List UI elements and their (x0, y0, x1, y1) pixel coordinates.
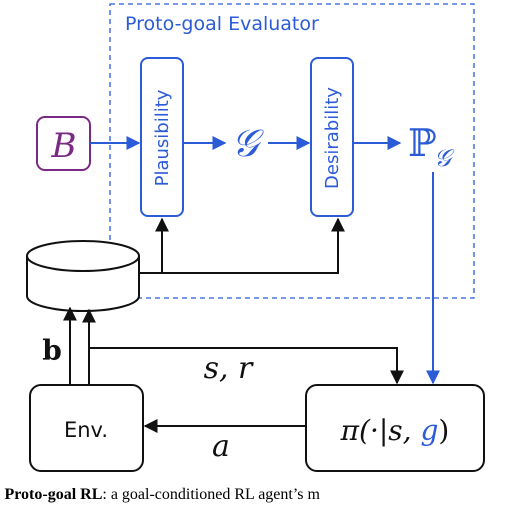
env-box (29, 384, 144, 472)
evaluator-frame (109, 3, 475, 299)
a-label: a (212, 429, 230, 464)
belief-symbol: B (51, 126, 77, 166)
sr-label: s, r (204, 351, 254, 386)
policy-box (305, 384, 485, 472)
policy-suffix: ) (438, 414, 449, 447)
arrow-sr-to-policy (89, 347, 404, 385)
policy-prefix: π(·|s, (340, 414, 421, 447)
policy-label: π(·|s, g) (340, 414, 450, 447)
caption-bold: Proto-goal RL (4, 486, 103, 503)
plausibility-box (140, 57, 184, 217)
figure-caption: 1: Proto-goal RL: a goal-conditioned RL … (0, 486, 518, 504)
desirability-label: Desirability (322, 87, 343, 189)
env-label: Env. (64, 418, 108, 442)
arrow-buffer-to-modules (139, 217, 345, 274)
evaluator-title: Proto-goal Evaluator (125, 13, 319, 35)
policy-goal: g (420, 414, 438, 447)
plausibility-label: Plausibility (152, 89, 173, 186)
b-label: b (42, 334, 62, 367)
goal-distribution-symbol: ℙ (408, 121, 437, 165)
caption-text: : a goal-conditioned RL agent’s m (102, 486, 320, 503)
goal-set-symbol: 𝒢 (231, 121, 264, 165)
goal-distribution-subscript: 𝒢 (434, 144, 455, 172)
buffer-database-icon (26, 240, 140, 312)
desirability-box (310, 57, 354, 217)
